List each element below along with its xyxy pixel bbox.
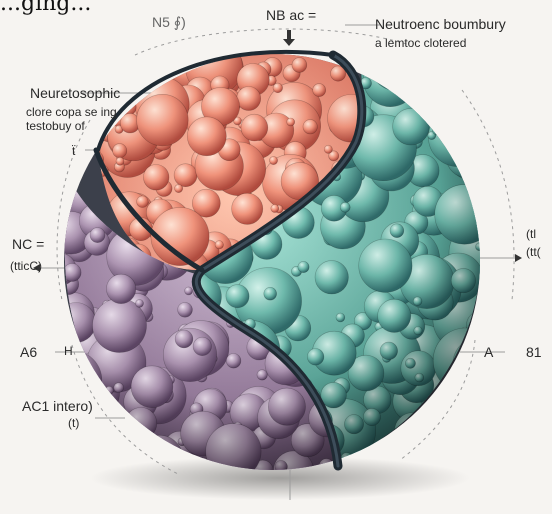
bubble [453, 66, 500, 113]
bubble [165, 452, 173, 460]
bubble [113, 61, 122, 70]
bubble [408, 88, 421, 101]
bubble [430, 451, 441, 462]
left-lower-code: A6 [20, 344, 37, 360]
bubble [345, 44, 357, 56]
bubble [387, 56, 407, 76]
left-axis-line2: (tticC) [10, 260, 42, 274]
bubble [96, 415, 128, 447]
cropped-caption: ...ging... [0, 0, 91, 16]
bubble [86, 440, 106, 460]
bubble [361, 49, 369, 57]
bubble [457, 120, 466, 129]
small-mark-left: ẗ [72, 145, 75, 159]
right-lower-code: A [484, 344, 493, 360]
bottom-left-line1: AC1 intero) [22, 398, 93, 414]
bubble [107, 44, 128, 65]
bubble [457, 90, 467, 100]
bubble [165, 44, 190, 69]
bubble [118, 29, 162, 73]
arrow-right-icon [515, 254, 522, 262]
bottom-left-line2: (t) [68, 417, 79, 431]
bubble [103, 429, 117, 443]
bubble [463, 107, 488, 132]
bubble [454, 383, 462, 391]
bubble [473, 125, 482, 134]
bubble [180, 52, 188, 60]
right-axis-line2: (tt( [526, 246, 541, 260]
bubble [416, 433, 424, 441]
callout-top-right-line2: a lemtoc clotered [375, 37, 466, 51]
bubble [443, 86, 479, 122]
left-axis-line1: NC = [12, 236, 44, 252]
bubble [458, 448, 466, 456]
bubble [431, 443, 447, 459]
center-marker-label: NB ac = [266, 7, 316, 23]
top-left-marker-label: N5 ∮) [152, 14, 186, 30]
arrow-down-icon [283, 30, 295, 46]
bubble [455, 130, 467, 142]
bubble [154, 55, 167, 68]
bubble [63, 384, 78, 399]
bubble [387, 436, 396, 445]
bubble [128, 83, 136, 91]
callout-left-line3: testobuy of [26, 120, 85, 134]
right-lower-tail: 81 [526, 344, 542, 360]
bubble [437, 64, 445, 72]
callout-top-right-line1: Neutroenc boumbury [375, 16, 506, 32]
bubble [56, 320, 68, 332]
bubble [163, 42, 180, 59]
bubble [79, 362, 92, 375]
bubble [113, 35, 148, 70]
callout-left-line1: Neuretosophic [30, 85, 120, 101]
bubble [441, 45, 489, 93]
bubble [62, 427, 91, 456]
bubble [476, 161, 484, 169]
left-lower-mark: H [64, 345, 73, 359]
bubble [407, 58, 421, 72]
bubble [472, 406, 480, 414]
callout-left-line2: clore copa se ing [26, 106, 117, 120]
bubble [73, 413, 118, 458]
bubble [57, 360, 67, 370]
bubble [378, 441, 386, 449]
bubble [417, 77, 425, 85]
right-axis-line1: (tl [526, 228, 536, 242]
bubble [439, 381, 493, 435]
bubble [423, 106, 432, 115]
bubble [128, 77, 141, 90]
bubble [440, 386, 448, 394]
